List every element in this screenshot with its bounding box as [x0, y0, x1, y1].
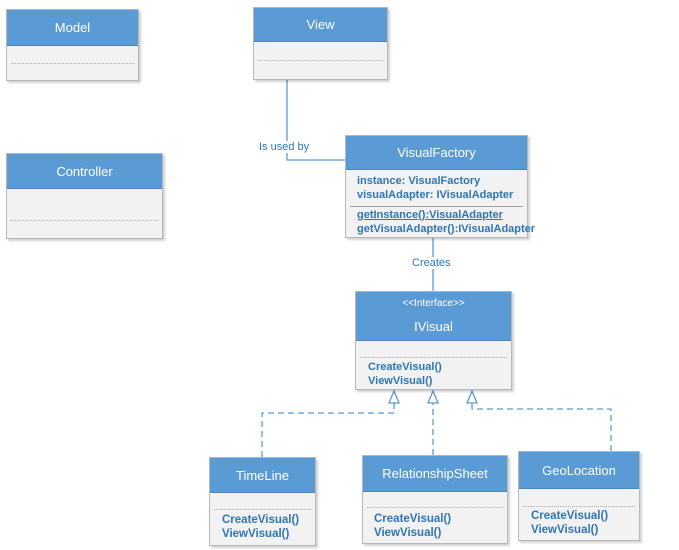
class-relationship-sheet[interactable]: RelationshipSheet CreateVisual() ViewVis…	[362, 455, 508, 544]
operation: CreateVisual()	[531, 510, 609, 522]
class-header: <<Interface>> IVisual	[356, 292, 511, 341]
class-name: RelationshipSheet	[382, 466, 488, 481]
class-controller[interactable]: Controller	[6, 153, 163, 239]
realization-timeline	[261, 403, 395, 457]
attribute-list: instance: VisualFactory visualAdapter: I…	[357, 174, 513, 202]
attribute: visualAdapter: IVisualAdapter	[357, 189, 514, 201]
class-name: Model	[54, 20, 91, 35]
operation: ViewVisual()	[368, 375, 433, 387]
operation-list: getInstance():VisualAdapter getVisualAda…	[357, 208, 535, 236]
compartment-divider	[214, 509, 311, 510]
class-header: VisualFactory	[346, 136, 527, 170]
connector-label-uses: Is used by	[259, 141, 310, 153]
operation: ViewVisual()	[222, 528, 290, 540]
compartment-divider	[258, 60, 383, 61]
compartment-divider	[11, 220, 158, 221]
operation-list: CreateVisual() ViewVisual()	[368, 360, 442, 388]
class-name: GeoLocation	[542, 462, 616, 478]
class-ivisual[interactable]: <<Interface>> IVisual CreateVisual() Vie…	[355, 291, 512, 390]
compartment-divider	[11, 63, 134, 64]
compartment-divider	[350, 206, 523, 207]
operation: ViewVisual()	[531, 524, 599, 536]
class-view[interactable]: View	[253, 7, 388, 80]
class-model[interactable]: Model	[6, 9, 139, 81]
operation-list: CreateVisual() ViewVisual()	[222, 513, 299, 541]
operation: ViewVisual()	[374, 527, 442, 539]
connector-label-creates: Creates	[412, 257, 451, 269]
stereotype-label: <<Interface>>	[402, 298, 465, 309]
class-header: View	[254, 8, 387, 42]
class-name: TimeLine	[236, 467, 289, 483]
compartment-divider	[360, 357, 507, 358]
class-name: View	[306, 17, 335, 32]
class-geolocation[interactable]: GeoLocation CreateVisual() ViewVisual()	[518, 451, 640, 541]
realization-geolocation	[471, 403, 612, 451]
class-name: Controller	[56, 163, 113, 179]
realization-arrowhead	[466, 389, 478, 404]
class-header: Controller	[7, 154, 162, 189]
class-header: TimeLine	[210, 458, 315, 493]
operation: getInstance():VisualAdapter	[357, 209, 503, 221]
class-name: VisualFactory	[397, 145, 476, 160]
class-timeline[interactable]: TimeLine CreateVisual() ViewVisual()	[209, 457, 316, 546]
attribute: instance: VisualFactory	[357, 175, 481, 187]
operation-list: CreateVisual() ViewVisual()	[374, 512, 451, 540]
operation: CreateVisual()	[374, 513, 452, 525]
operation: CreateVisual()	[368, 361, 442, 373]
class-name: IVisual	[414, 319, 453, 334]
operation: CreateVisual()	[222, 514, 300, 526]
realization-arrowhead	[427, 389, 439, 404]
compartment-divider	[523, 506, 635, 507]
uses-connector	[286, 80, 345, 161]
compartment-divider	[367, 507, 503, 508]
realization-arrowhead	[388, 389, 400, 404]
class-header: GeoLocation	[519, 452, 639, 489]
operation-list: CreateVisual() ViewVisual()	[531, 509, 608, 537]
class-header: RelationshipSheet	[363, 456, 507, 492]
operation: getVisualAdapter():IVisualAdapter	[357, 223, 536, 235]
class-visual-factory[interactable]: VisualFactory instance: VisualFactory vi…	[345, 135, 535, 238]
class-header: Model	[7, 10, 138, 46]
